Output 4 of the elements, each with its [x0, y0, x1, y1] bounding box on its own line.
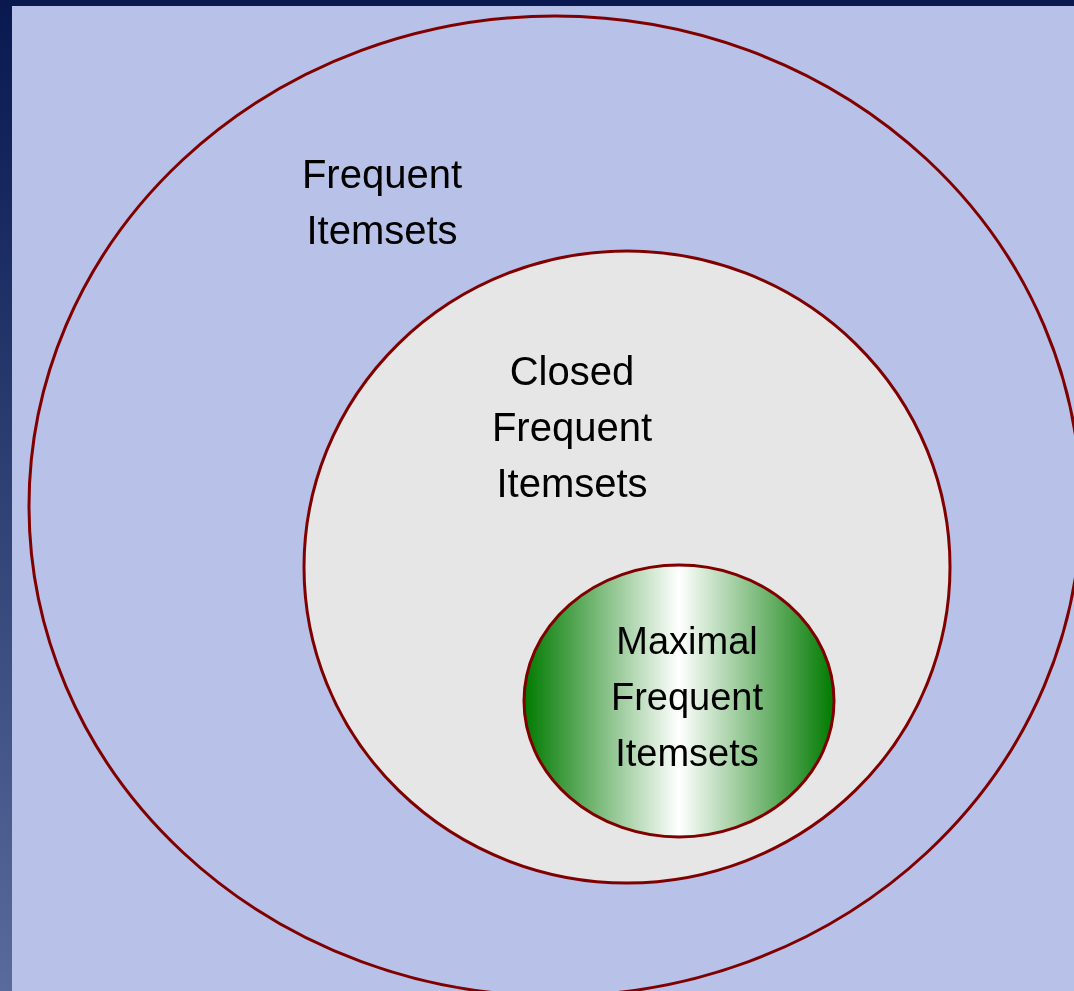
- set-ellipse: [522, 563, 836, 839]
- set-label: Frequent Itemsets: [300, 151, 464, 254]
- set-label: Closed Frequent Itemsets: [490, 348, 654, 507]
- set-label: Maximal Frequent Itemsets: [609, 619, 765, 776]
